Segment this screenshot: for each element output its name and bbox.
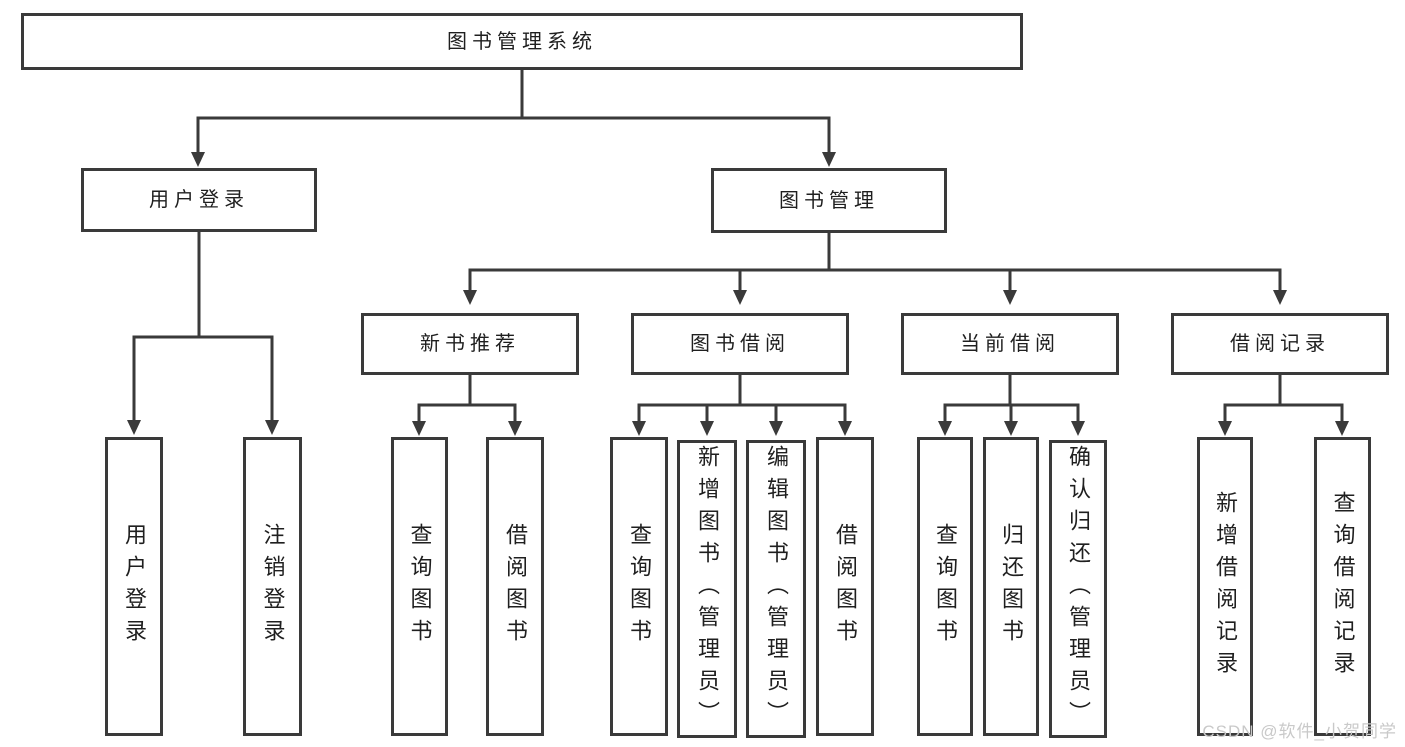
leaf-query-borrow-record: 查询借阅记录 — [1314, 437, 1371, 736]
leaf-query-book-current: 查询图书 — [917, 437, 973, 736]
leaf-confirm-return-admin: 确认归还（管理员） — [1049, 440, 1107, 738]
node-book-management: 图书管理 — [711, 168, 947, 233]
node-user-login-module: 用户登录 — [81, 168, 317, 232]
node-book-borrowing: 图书借阅 — [631, 313, 849, 375]
leaf-return-book: 归还图书 — [983, 437, 1039, 736]
node-new-book-recommend: 新书推荐 — [361, 313, 579, 375]
leaf-add-book-admin: 新增图书（管理员） — [677, 440, 737, 738]
node-current-borrowing: 当前借阅 — [901, 313, 1119, 375]
leaf-user-login: 用户登录 — [105, 437, 163, 736]
leaf-borrow-book-recommend: 借阅图书 — [486, 437, 544, 736]
leaf-borrow-book: 借阅图书 — [816, 437, 874, 736]
node-root-system: 图书管理系统 — [21, 13, 1023, 70]
leaf-query-book-recommend: 查询图书 — [391, 437, 448, 736]
node-borrow-records: 借阅记录 — [1171, 313, 1389, 375]
leaf-query-book-borrowing: 查询图书 — [610, 437, 668, 736]
leaf-add-borrow-record: 新增借阅记录 — [1197, 437, 1253, 736]
csdn-watermark: CSDN @软件_小贺同学 — [1202, 722, 1397, 741]
leaf-logout: 注销登录 — [243, 437, 302, 736]
leaf-edit-book-admin: 编辑图书（管理员） — [746, 440, 806, 738]
arrowheads — [127, 152, 1349, 436]
